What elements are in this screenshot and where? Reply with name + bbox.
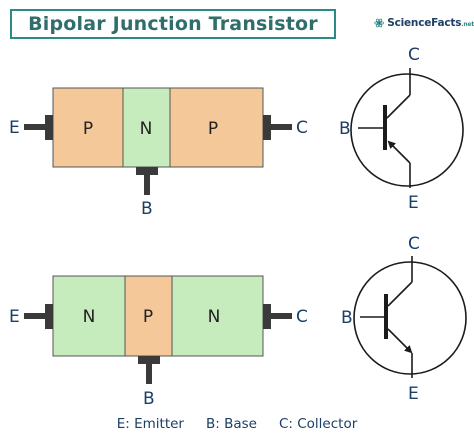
npn-symbol-emitter-label: E [408, 384, 419, 404]
pnp-symbol-circle [350, 73, 464, 187]
npn-symbol-base-label: B [341, 308, 353, 328]
pnp-base-plate [136, 167, 158, 175]
logo-suffix: .net [461, 21, 474, 28]
pnp-symbol-emitter-label: E [408, 193, 419, 213]
npn-symbol-emitter-line [387, 328, 413, 354]
legend-collector: C: Collector [278, 416, 358, 432]
npn-symbol-collector-label: C [408, 234, 420, 254]
pnp-segment-label-2: N [140, 119, 153, 139]
pnp-segment-label-1: P [83, 119, 93, 139]
npn-emitter-lead [24, 313, 46, 319]
pnp-block: P N P E C B [9, 87, 308, 219]
pnp-segment-label-3: P [208, 119, 218, 139]
pnp-emitter-plate [45, 115, 53, 140]
pnp-base-label: B [141, 199, 153, 219]
pnp-base-lead [144, 174, 150, 195]
legend-emitter: E: Emitter [116, 416, 184, 432]
npn-symbol-base-bar [384, 294, 388, 339]
npn-base-lead [146, 363, 152, 384]
logo: ScienceFacts.net [374, 12, 474, 34]
pnp-emitter-label: E [9, 118, 20, 138]
logo-text: ScienceFacts.net [387, 17, 474, 29]
npn-block: N P N E C B [9, 275, 308, 409]
npn-segment-label-3: N [208, 307, 221, 327]
title-box: Bipolar Junction Transistor [10, 9, 336, 39]
npn-symbol-collector-line [387, 281, 413, 307]
npn-segment-label-1: N [83, 307, 96, 327]
pnp-symbol-base-label: B [339, 119, 351, 139]
page-title: Bipolar Junction Transistor [28, 13, 318, 35]
npn-collector-label: C [296, 307, 308, 327]
pnp-symbol-emitter-line [387, 140, 411, 164]
legend-base: B: Base [205, 416, 257, 432]
npn-base-plate [138, 356, 160, 364]
pnp-region-n [122, 87, 171, 168]
npn-symbol: C B E [341, 234, 467, 404]
pnp-symbol-collector-line [386, 94, 411, 119]
logo-brand: ScienceFacts [387, 17, 462, 29]
npn-region-p [124, 275, 173, 357]
atom-icon [374, 18, 384, 28]
pnp-symbol-base-bar [383, 105, 387, 150]
pnp-emitter-lead [24, 124, 46, 130]
pnp-collector-lead [270, 124, 292, 130]
npn-base-label: B [143, 389, 155, 409]
npn-emitter-label: E [9, 307, 20, 327]
pnp-collector-label: C [296, 118, 308, 138]
pnp-symbol-collector-label: C [408, 45, 420, 65]
npn-segment-label-2: P [143, 307, 153, 327]
npn-symbol-circle [353, 261, 467, 375]
pnp-symbol: C B E [339, 45, 464, 213]
npn-collector-lead [270, 313, 292, 319]
npn-collector-plate [263, 304, 271, 329]
pnp-collector-plate [263, 115, 271, 140]
npn-region-n-left [52, 275, 126, 357]
legend: E: Emitter B: Base C: Collector [0, 416, 474, 432]
npn-emitter-plate [45, 304, 53, 329]
